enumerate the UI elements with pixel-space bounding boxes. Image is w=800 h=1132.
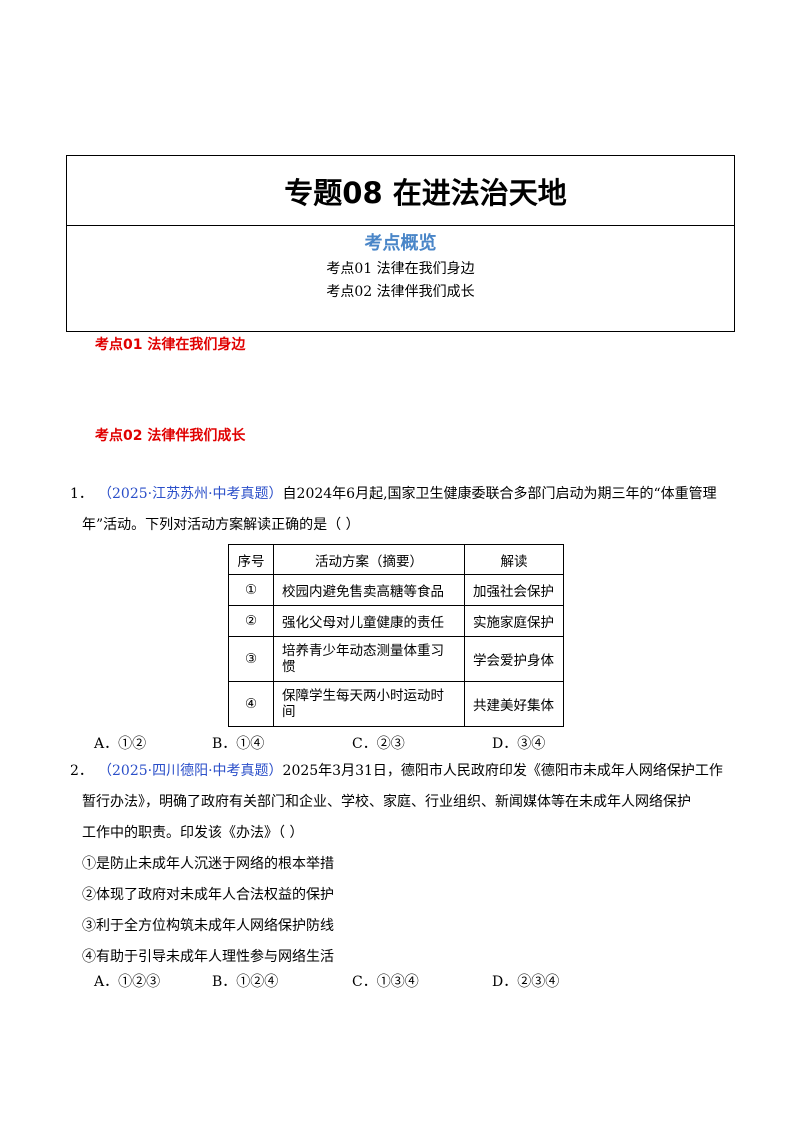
statement-2: ②体现了政府对未成年人合法权益的保护 (82, 887, 334, 903)
question-source: （2025·四川德阳·中考真题） (98, 763, 283, 779)
table-cell: 培养青少年动态测量体重习惯 (273, 636, 465, 682)
table-header-cell: 序号 (228, 544, 274, 575)
title-box: 专题08 在进法治天地 考点概览 考点01 法律在我们身边 考点02 法律伴我们… (66, 155, 735, 332)
question-1: 1． （2025·江苏苏州·中考真题）自2024年6月起,国家卫生健康委联合多部门… (70, 479, 735, 541)
question-2-line2: 暂行办法》，明确了政府有关部门和企业、学校、家庭、行业组织、新闻媒体等在未成年人… (82, 794, 691, 810)
question-2: 2． （2025·四川德阳·中考真题）2025年3月31日，德阳市人民政府印发《德… (70, 756, 735, 973)
choice-a[interactable]: A．①②③ (94, 974, 161, 990)
question-1-line1: 1． （2025·江苏苏州·中考真题）自2024年6月起,国家卫生健康委联合多部门… (70, 479, 735, 510)
page-title: 专题08 在进法治天地 (67, 156, 734, 226)
activity-table: 序号 活动方案（摘要） 解读 ① 校园内避免售卖高糖等食品 加强社会保护 ② 强… (228, 544, 564, 727)
table-header-cell: 解读 (464, 544, 564, 575)
choice-c[interactable]: C．②③ (352, 736, 405, 752)
overview: 考点概览 考点01 法律在我们身边 考点02 法律伴我们成长 (67, 226, 734, 304)
question-text: 自2024年6月起,国家卫生健康委联合多部门启动为期三年的“体重管理 (282, 486, 717, 502)
table-cell: ① (228, 574, 274, 606)
choice-c[interactable]: C．①③④ (352, 974, 419, 990)
statement-4: ④有助于引导未成年人理性参与网络生活 (82, 949, 334, 965)
table-cell: ③ (228, 636, 274, 682)
overview-item-2: 考点02 法律伴我们成长 (326, 284, 475, 300)
question-number: 2． (70, 763, 93, 779)
table-row: ① 校园内避免售卖高糖等食品 加强社会保护 (228, 574, 564, 606)
choice-d[interactable]: D．②③④ (492, 974, 560, 990)
table-cell: 保障学生每天两小时运动时间 (273, 681, 465, 727)
table-cell: 实施家庭保护 (464, 605, 564, 637)
statement-3: ③利于全方位构筑未成年人网络保护防线 (82, 918, 334, 934)
table-row: ③ 培养青少年动态测量体重习惯 学会爱护身体 (228, 636, 564, 682)
question-number: 1． (70, 486, 93, 502)
table-cell: 共建美好集体 (464, 681, 564, 727)
section-heading-2: 考点02 法律伴我们成长 (95, 428, 246, 444)
table-header-row: 序号 活动方案（摘要） 解读 (228, 544, 564, 575)
choice-a[interactable]: A．①② (94, 736, 147, 752)
table-cell: 校园内避免售卖高糖等食品 (273, 574, 465, 606)
table-row: ② 强化父母对儿童健康的责任 实施家庭保护 (228, 605, 564, 637)
choice-b[interactable]: B．①④ (212, 736, 265, 752)
section-heading-1: 考点01 法律在我们身边 (95, 337, 246, 353)
choice-d[interactable]: D．③④ (492, 736, 546, 752)
question-source: （2025·江苏苏州·中考真题） (98, 486, 283, 502)
table-cell: 加强社会保护 (464, 574, 564, 606)
choice-b[interactable]: B．①②④ (212, 974, 279, 990)
table-row: ④ 保障学生每天两小时运动时间 共建美好集体 (228, 681, 564, 727)
table-cell: ② (228, 605, 274, 637)
table-header-cell: 活动方案（摘要） (273, 544, 465, 575)
question-text: 2025年3月31日，德阳市人民政府印发《德阳市未成年人网络保护工作 (282, 763, 723, 779)
table-cell: 学会爱护身体 (464, 636, 564, 682)
table-cell: ④ (228, 681, 274, 727)
overview-item-1: 考点01 法律在我们身边 (326, 261, 475, 277)
question-1-line2: 年”活动。下列对活动方案解读正确的是（ ） (82, 517, 360, 533)
question-2-line1: 2． （2025·四川德阳·中考真题）2025年3月31日，德阳市人民政府印发《德… (70, 756, 735, 787)
table-cell: 强化父母对儿童健康的责任 (273, 605, 465, 637)
statement-1: ①是防止未成年人沉迷于网络的根本举措 (82, 856, 334, 872)
question-2-line3: 工作中的职责。印发该《办法》（ ） (82, 825, 304, 841)
overview-heading: 考点概览 (364, 233, 437, 254)
